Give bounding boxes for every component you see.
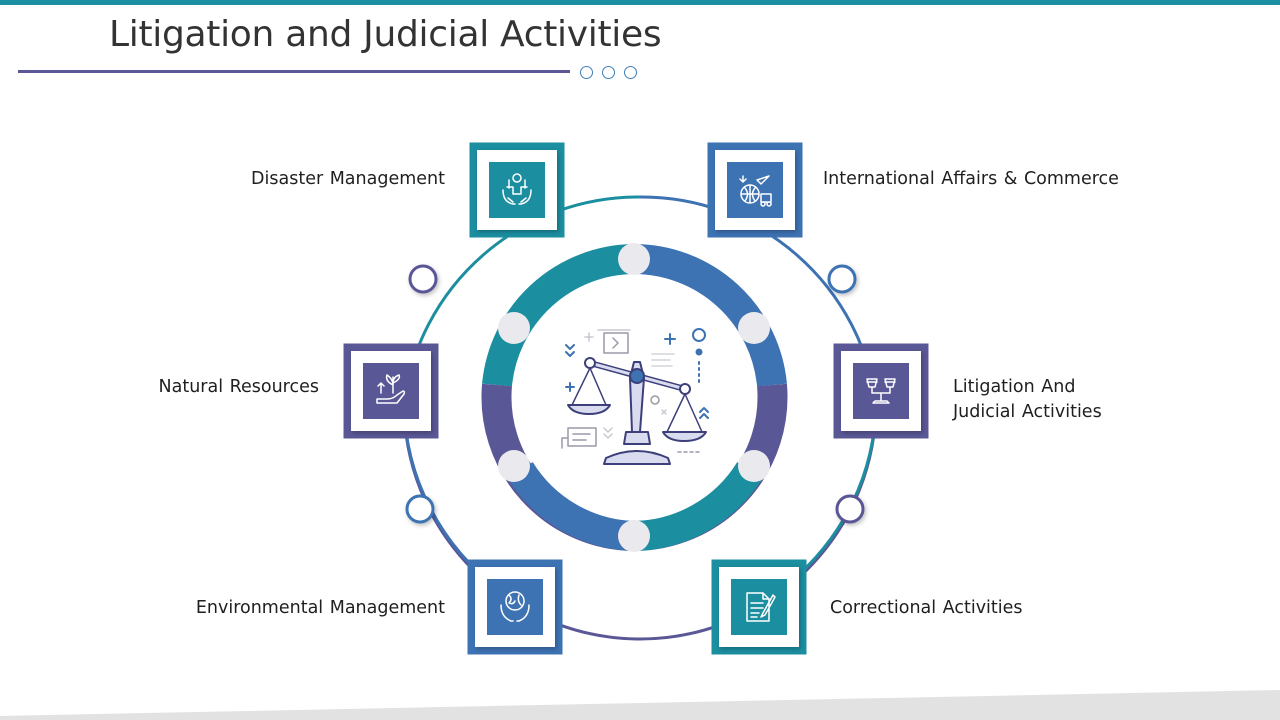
- orbit-node: [835, 494, 865, 524]
- label-environmental-management: Environmental Management: [195, 598, 445, 618]
- center-ring: [481, 243, 788, 552]
- ring-dot: [498, 312, 530, 344]
- globe-trade-icon: [739, 175, 772, 207]
- top-accent-bar: [0, 0, 1280, 5]
- document-pen-icon: [746, 592, 776, 622]
- icon-box-tile: [487, 579, 543, 635]
- orbit-node: [405, 494, 435, 524]
- icon-box-tile: [727, 162, 783, 218]
- page-title: Litigation and Judicial Activities: [109, 14, 662, 55]
- decor-circle-2: [602, 66, 615, 79]
- decor-circle-1: [580, 66, 593, 79]
- hand-plant-icon: [376, 374, 406, 404]
- orbit-node: [408, 264, 438, 294]
- courtroom-icon: [866, 378, 896, 404]
- title-underline: [18, 70, 570, 73]
- label-natural-resources: Natural Resources: [158, 377, 319, 397]
- ring-dot: [618, 243, 650, 275]
- label-disaster-management: Disaster Management: [251, 169, 445, 189]
- label-international-affairs-commerce: International Affairs & Commerce: [823, 169, 1119, 189]
- icon-box-environmental: [467, 559, 563, 655]
- icon-box-correctional: [711, 559, 807, 655]
- icon-box-tile: [853, 363, 909, 419]
- hands-globe-icon: [500, 591, 530, 622]
- label-correctional-activities: Correctional Activities: [830, 598, 1023, 618]
- ring-dot: [738, 312, 770, 344]
- label-litigation-judicial-activities: Litigation And Judicial Activities: [953, 377, 1102, 422]
- icon-box-natural: [343, 343, 439, 439]
- icon-box-tile: [489, 162, 545, 218]
- icon-box-tile: [363, 363, 419, 419]
- scales-of-justice-icon: [561, 328, 709, 465]
- ring-dot: [618, 520, 650, 552]
- icon-box-disaster: [469, 142, 565, 238]
- bottom-accent-wedge: [0, 690, 1280, 720]
- icon-box-tile: [731, 579, 787, 635]
- decor-circle-3: [624, 66, 637, 79]
- icon-box-international: [707, 142, 803, 238]
- ring-dot: [738, 450, 770, 482]
- hands-people-icon: [502, 173, 532, 205]
- icon-box-litigation: [833, 343, 929, 439]
- ring-dot: [498, 450, 530, 482]
- orbit-nodes: [405, 264, 865, 524]
- orbit-node: [827, 264, 857, 294]
